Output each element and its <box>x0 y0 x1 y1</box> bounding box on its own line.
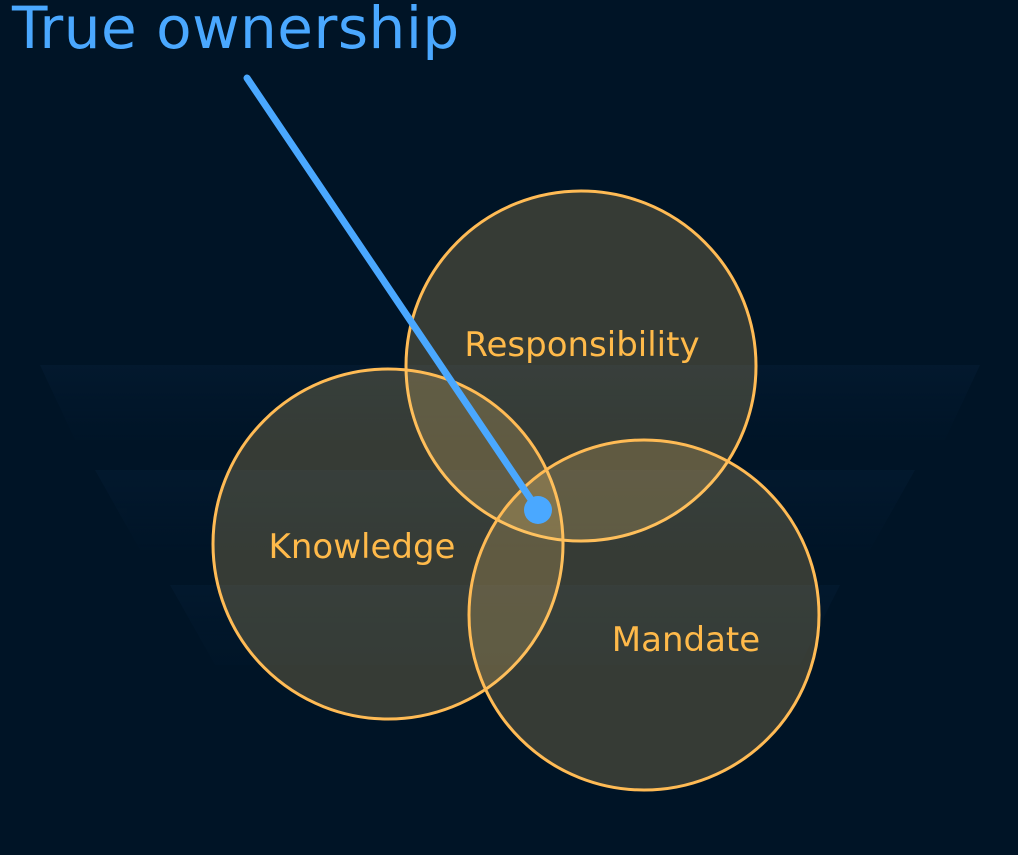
callout-pointer-dot <box>524 496 552 524</box>
background-band <box>170 585 840 665</box>
circle-mandate <box>467 438 821 792</box>
label-knowledge: Knowledge <box>269 527 456 567</box>
label-responsibility: Responsibility <box>464 325 699 365</box>
circle-responsibility <box>404 189 758 543</box>
background-band <box>40 365 980 440</box>
true-ownership-title: True ownership <box>12 0 460 62</box>
callout-pointer-line <box>243 74 542 514</box>
label-mandate: Mandate <box>612 620 760 660</box>
circle-knowledge <box>211 367 565 721</box>
venn-circles <box>211 189 821 792</box>
